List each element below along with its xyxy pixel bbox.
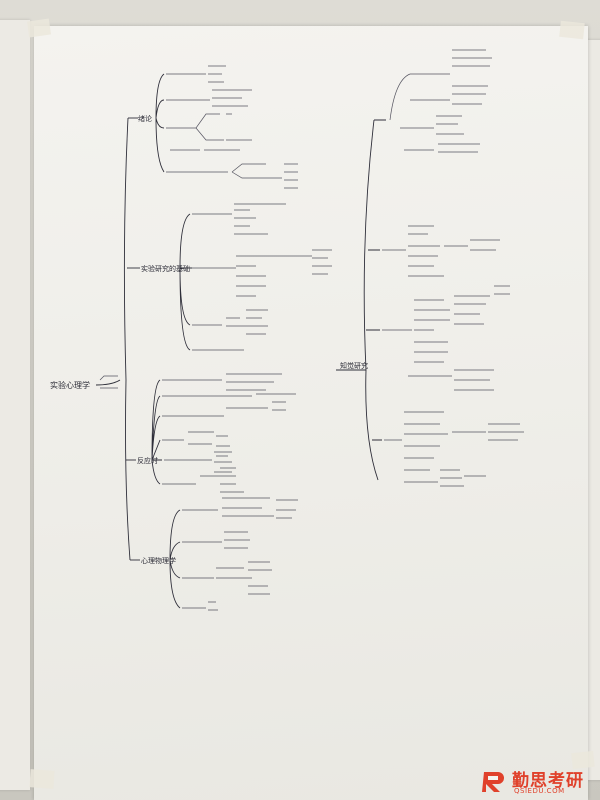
root-side-scribble — [99, 375, 118, 389]
brand-name-en: QSIEDU.COM — [514, 787, 565, 795]
branch-intro: 绪论 — [138, 114, 152, 123]
adjacent-paper-left — [0, 20, 30, 790]
right-trunk — [363, 119, 379, 481]
perception-subtree — [366, 49, 524, 487]
branch-psychophysics: 心理物理学 — [141, 556, 176, 565]
root-node: 实验心理学 — [50, 380, 90, 390]
root-connector — [95, 379, 121, 386]
branch-reaction-time: 反应时 — [137, 456, 158, 465]
brand-logo-icon — [482, 772, 504, 792]
foundation-subtree — [179, 203, 332, 351]
brand-watermark: 勤思考研 QSIEDU.COM — [478, 766, 598, 798]
intro-subtree — [155, 65, 298, 189]
branch-perception: 知觉研究 — [340, 361, 368, 370]
psychophysics-subtree — [169, 497, 298, 611]
left-trunk — [123, 117, 131, 561]
rt-subtree — [151, 373, 296, 493]
brand-name-cn: 勤思考研 — [512, 771, 584, 791]
branch-foundation: 实验研究的基础 — [141, 264, 190, 273]
